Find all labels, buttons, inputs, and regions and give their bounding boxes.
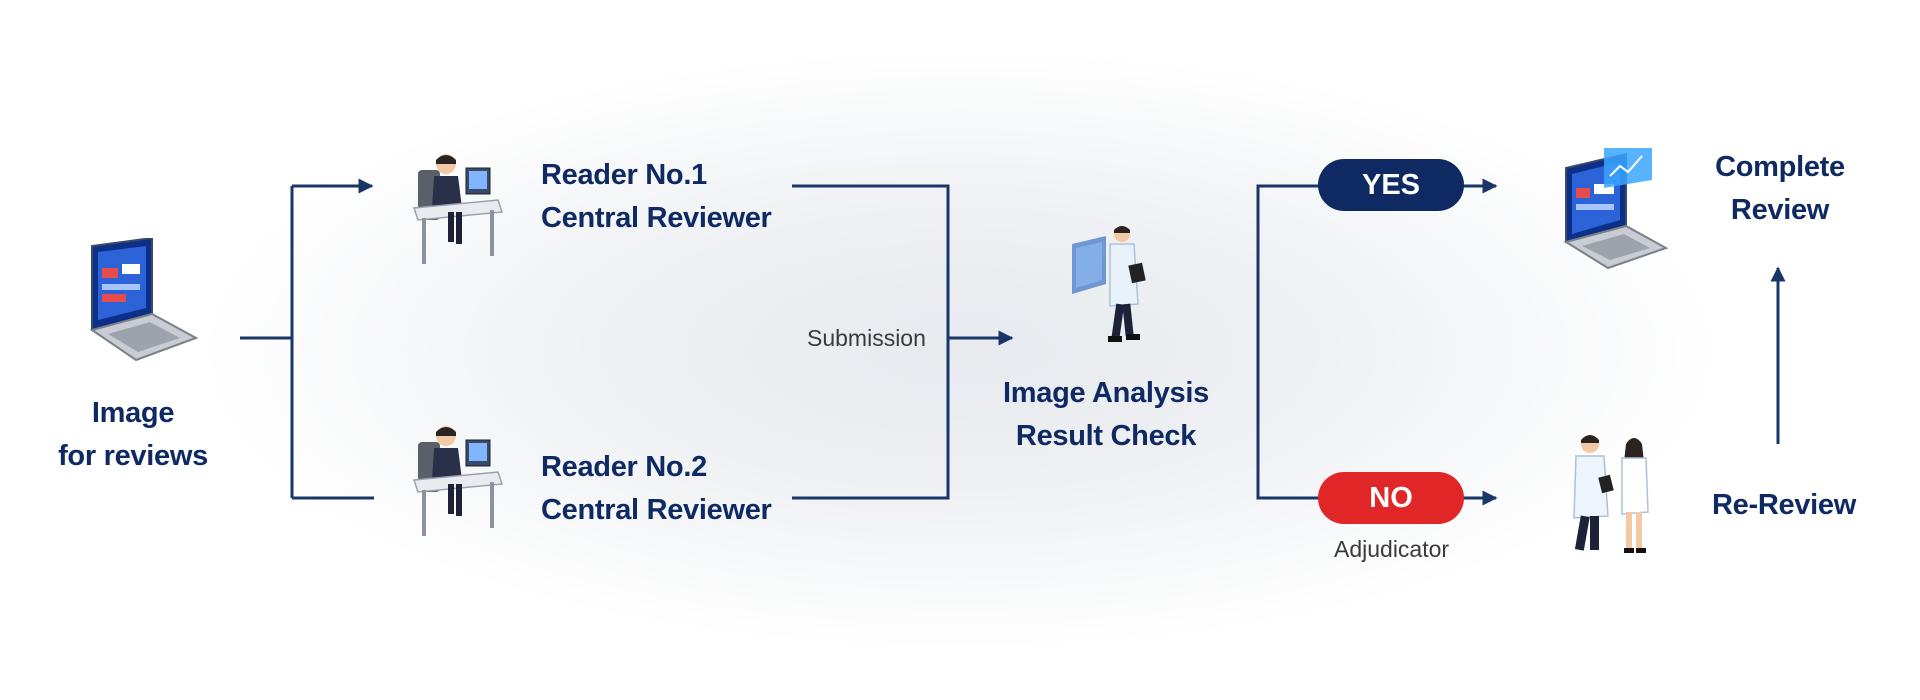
connector-readers-merge (792, 184, 950, 500)
node-subtitle: Result Check (1015, 420, 1197, 452)
connector-decision-split (1256, 184, 1318, 500)
doctor-with-tablet-icon (1072, 226, 1146, 342)
laptop-icon (89, 238, 199, 362)
two-doctors-icon (1573, 435, 1649, 553)
submission-label: Submission (807, 325, 926, 351)
node-subtitle: for reviews (58, 440, 208, 472)
reviewer-at-desk-icon (412, 426, 504, 536)
adjudicator-label: Adjudicator (1334, 536, 1450, 562)
node-title: Reader No.2 (541, 451, 707, 483)
decision-no-badge: NO (1318, 472, 1464, 524)
decision-yes-badge: YES (1318, 159, 1464, 211)
node-subtitle: Central Reviewer (541, 202, 772, 234)
node-subtitle: Review (1730, 194, 1830, 226)
node-title: Complete (1715, 151, 1845, 183)
node-reader2: Reader No.2 Central Reviewer (541, 446, 772, 532)
node-re-review: Re-Review (1712, 489, 1856, 521)
node-reader1: Reader No.1 Central Reviewer (541, 154, 772, 240)
node-complete-review: Complete Review (1700, 146, 1860, 232)
node-image-analysis: Image Analysis Result Check (986, 372, 1226, 458)
node-title: Reader No.1 (541, 159, 707, 191)
connector-image-to-readers (240, 186, 374, 500)
reviewer-at-desk-icon (412, 154, 504, 264)
laptop-dashboard-icon (1563, 148, 1669, 270)
node-subtitle: Central Reviewer (541, 494, 772, 526)
node-title: Image Analysis (1003, 377, 1209, 409)
node-image-for-reviews: Image for reviews (40, 392, 226, 478)
node-title: Image (91, 397, 175, 429)
